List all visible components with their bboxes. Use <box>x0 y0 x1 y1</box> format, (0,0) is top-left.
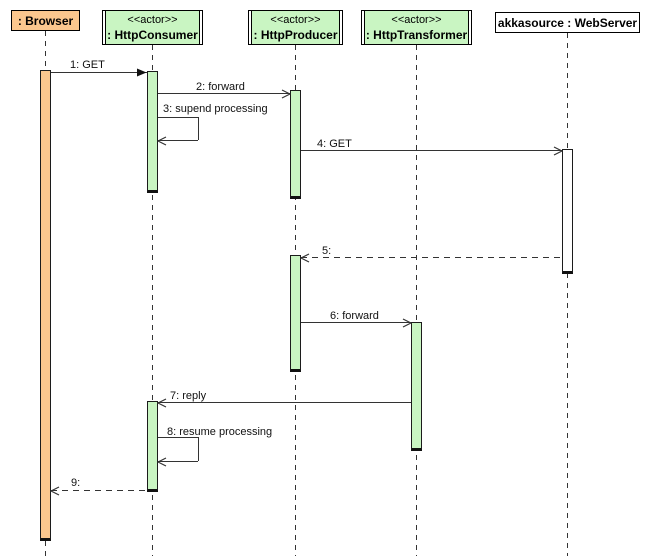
message-2-line <box>158 93 290 94</box>
lifeline-web-server <box>567 33 568 556</box>
message-9-label: 9: <box>71 477 81 489</box>
participant-stereotype: <<actor>> <box>391 13 442 26</box>
message-8-line-out <box>158 437 198 438</box>
message-1-label: 1: GET <box>70 59 105 71</box>
message-5-open-arrowhead-icon <box>300 253 310 263</box>
participant-name: : Browser <box>17 13 74 28</box>
activation-transformer <box>411 322 422 451</box>
message-7-label: 7: reply <box>170 390 207 402</box>
message-9-open-arrowhead-icon <box>50 486 60 496</box>
participant-stereotype: <<actor>> <box>127 13 178 26</box>
activation-consumer-1 <box>147 71 158 193</box>
message-9-line <box>51 490 147 491</box>
message-3-line-out <box>158 117 198 118</box>
message-4-label: 4: GET <box>317 138 352 150</box>
message-8-open-arrowhead-icon <box>157 457 167 467</box>
message-6-open-arrowhead-icon <box>402 318 412 328</box>
message-3-open-arrowhead-icon <box>157 136 167 146</box>
activation-producer-2 <box>290 255 301 372</box>
activation-web-server <box>562 149 573 274</box>
activation-browser <box>40 70 51 541</box>
participant-name: : HttpProducer <box>253 27 338 42</box>
lifeline-http-consumer <box>152 45 153 556</box>
message-3-line-down <box>198 117 199 140</box>
participant-name: : HttpConsumer <box>107 27 198 42</box>
participant-box-http-producer: <<actor>> : HttpProducer <box>248 10 343 45</box>
participant-box-browser: : Browser <box>11 10 80 31</box>
message-3-label: 3: supend processing <box>163 103 268 115</box>
participant-name: akkasource : WebServer <box>497 15 638 30</box>
message-8-line-back <box>158 461 198 462</box>
message-4-open-arrowhead-icon <box>553 146 563 156</box>
participant-name: : HttpTransformer <box>365 27 468 42</box>
participant-box-http-consumer: <<actor>> : HttpConsumer <box>102 10 203 45</box>
message-5-label: 5: <box>322 245 332 257</box>
message-7-open-arrowhead-icon <box>157 398 167 408</box>
message-6-label: 6: forward <box>330 310 379 322</box>
message-5-line <box>301 257 562 258</box>
message-7-line <box>158 402 411 403</box>
participant-box-web-server: akkasource : WebServer <box>495 12 640 33</box>
participant-stereotype: <<actor>> <box>270 13 321 26</box>
active-object-panel: <<actor>> : HttpConsumer <box>105 11 200 44</box>
activation-producer-1 <box>290 90 301 199</box>
message-4-line <box>301 150 562 151</box>
lifeline-http-transformer <box>416 45 417 556</box>
message-8-label: 8: resume processing <box>167 426 273 438</box>
message-8-line-down <box>198 437 199 461</box>
message-3-line-back <box>158 140 198 141</box>
message-1-filled-arrowhead-icon <box>137 68 147 77</box>
message-6-line <box>301 322 411 323</box>
activation-consumer-2 <box>147 401 158 492</box>
message-2-open-arrowhead-icon <box>281 89 291 99</box>
active-object-panel: <<actor>> : HttpTransformer <box>364 11 469 44</box>
participant-box-http-transformer: <<actor>> : HttpTransformer <box>361 10 472 45</box>
message-2-label: 2: forward <box>196 81 245 93</box>
message-1-line <box>51 72 147 73</box>
active-object-panel: <<actor>> : HttpProducer <box>251 11 340 44</box>
